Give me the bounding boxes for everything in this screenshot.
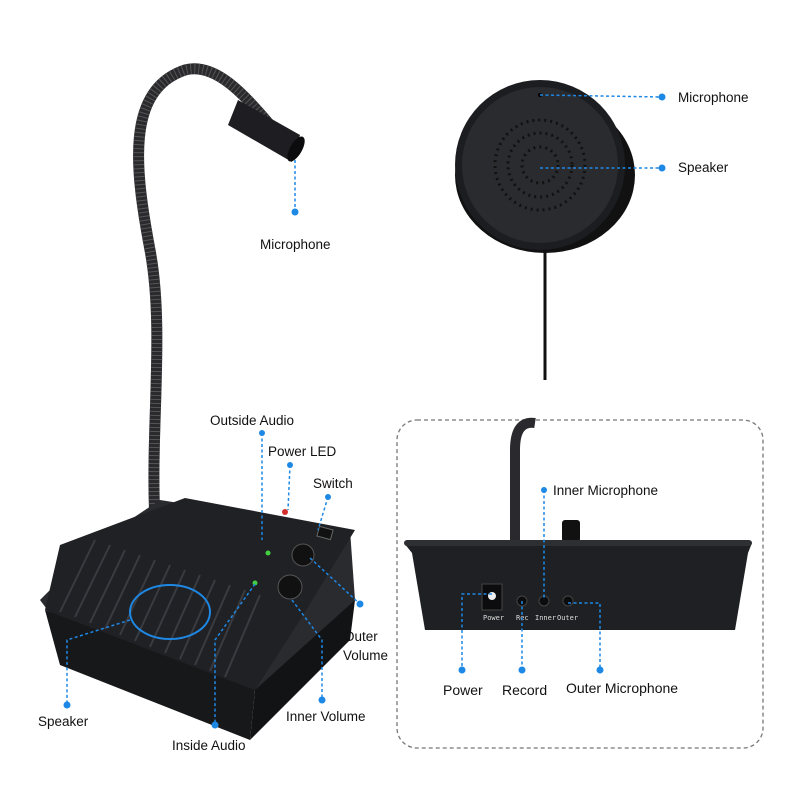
label-outside-speaker: Speaker <box>678 160 729 175</box>
gooseneck-microphone-head <box>228 100 305 162</box>
label-power: Power <box>443 682 483 698</box>
label-outer-volume: Outer Volume <box>343 629 388 664</box>
back-label-power: Power <box>483 614 504 622</box>
back-label-inner: Inner <box>535 614 556 622</box>
label-outer-volume-line1: Outer <box>344 629 378 644</box>
callout-dots <box>63 93 666 729</box>
label-outer-microphone: Outer Microphone <box>566 680 679 696</box>
callout-lines <box>66 94 663 725</box>
base-unit <box>40 498 355 740</box>
outside-speaker-puck <box>455 80 635 380</box>
label-outside-audio: Outside Audio <box>210 413 295 428</box>
gooseneck-texture <box>133 63 275 521</box>
label-inner-volume: Inner Volume <box>286 709 366 724</box>
label-outside-microphone: Microphone <box>678 90 749 105</box>
label-switch: Switch <box>313 476 353 491</box>
label-power-led: Power LED <box>268 444 337 459</box>
label-outer-volume-line2: Volume <box>343 648 389 663</box>
label-inside-audio: Inside Audio <box>172 738 246 753</box>
back-label-outer: Outer <box>557 614 578 622</box>
back-view-frame <box>396 419 764 749</box>
label-base-speaker: Speaker <box>38 714 89 729</box>
label-gooseneck-microphone: Microphone <box>260 237 331 252</box>
base-back-view: Power Rec Inner Outer <box>404 417 752 630</box>
label-inner-microphone: Inner Microphone <box>553 483 659 498</box>
label-record: Record <box>502 682 548 698</box>
